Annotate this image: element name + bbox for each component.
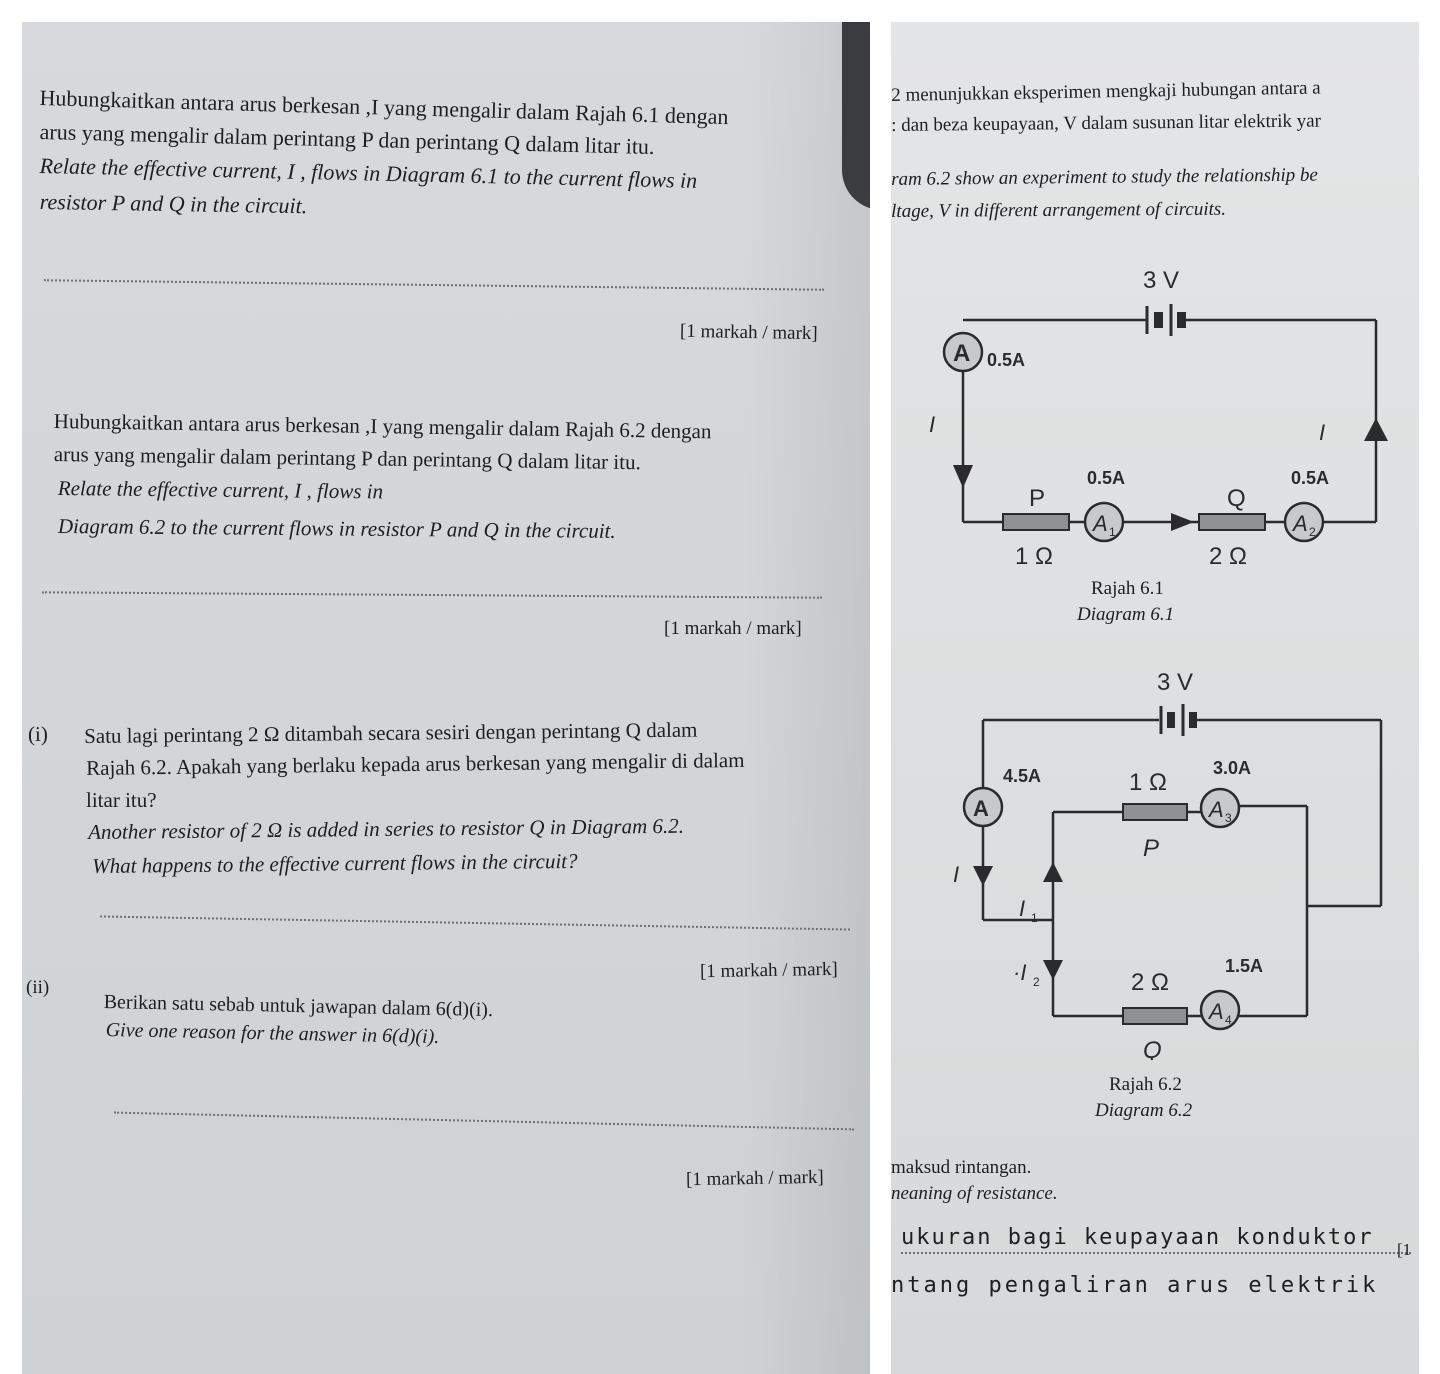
diagram-6-1-caption-english: Diagram 6.1 — [1077, 604, 1175, 625]
answer-line — [901, 1252, 1411, 1254]
resistor-q-label: Q — [1227, 485, 1246, 512]
resistor-q — [1122, 1007, 1188, 1025]
handwritten-answer-line1: ukuran bagi keupayaan konduktor — [901, 1225, 1374, 1250]
current-label: I — [953, 862, 959, 887]
ammeter-a2 — [1283, 501, 1325, 543]
q-c-mark: [1 markah / mark] — [679, 320, 818, 345]
ammeter-a1-label: A — [1091, 511, 1108, 536]
ammeter-a3 — [1199, 787, 1241, 829]
resistor-q-value: 2 Ω — [1209, 543, 1247, 570]
ammeter-a2-subscript: 2 — [1309, 525, 1316, 539]
resistor-p — [1122, 803, 1188, 821]
answer-line — [42, 591, 822, 599]
resistor-p-label: P — [1143, 835, 1159, 862]
q-d-english-line2: Diagram 6.2 to the current flows in resi… — [57, 513, 616, 543]
q-d-malay-line2: arus yang mengalir dalam perintang P dan… — [53, 441, 641, 475]
answer-line — [114, 1111, 854, 1131]
current-arrow-down — [953, 465, 973, 488]
intro-malay-line2: : dan beza keupayaan, V dalam susunan li… — [891, 110, 1322, 136]
q-ii-english-line1: Give one reason for the answer in 6(d)(i… — [105, 1018, 440, 1048]
current-label-left: I — [929, 412, 935, 437]
current-arrow-up — [1364, 418, 1388, 441]
battery-label: 3 V — [1157, 669, 1193, 696]
q-ii-mark: [1 markah / mark] — [685, 1166, 824, 1191]
battery-symbol — [1159, 704, 1197, 736]
resistor-q-value: 2 Ω — [1131, 969, 1169, 996]
current-label-right: I — [1319, 420, 1325, 445]
current-arrow-right — [1171, 513, 1194, 531]
resistor-p-value: 1 Ω — [1129, 769, 1167, 796]
ammeter-a3-reading: 3.0A — [1213, 758, 1251, 778]
battery-label: 3 V — [1143, 267, 1179, 294]
resistor-p-value: 1 Ω — [1015, 543, 1053, 570]
q-i-english-line1: Another resistor of 2 Ω is added in seri… — [88, 813, 685, 844]
bottom-malay: maksud rintangan. — [891, 1157, 1032, 1178]
q-i-english-line2: What happens to the effective current fl… — [92, 848, 578, 878]
q-d-malay-line1: Hubungkaitkan antara arus berkesan ,I ya… — [53, 408, 712, 444]
current-arrow-down — [973, 866, 993, 886]
q-c-english-line2: resistor P and Q in the circuit. — [39, 188, 308, 219]
ammeter-a4-label: A — [1207, 999, 1224, 1024]
current-i1-subscript: 1 — [1031, 911, 1038, 925]
q-i-number: (i) — [28, 722, 48, 746]
ammeter-a1-subscript: 1 — [1109, 525, 1116, 539]
q-i-malay-line3: litar itu? — [86, 788, 157, 812]
ammeter-label: A — [953, 340, 970, 367]
ammeter-a4-reading: 1.5A — [1225, 956, 1263, 976]
left-page: Hubungkaitkan antara arus berkesan ,I ya… — [22, 22, 870, 1374]
battery-symbol — [1145, 304, 1186, 336]
current-i2-subscript: 2 — [1033, 975, 1040, 989]
intro-english-line1: ram 6.2 show an experiment to study the … — [891, 164, 1318, 190]
circuit-diagram-6-1: 3 V A 0.5A I I P 1 Ω A 1 0.5A Q 2 Ω A 2 … — [929, 267, 1388, 570]
handwritten-answer-line2: ntang pengaliran arus elektrik — [891, 1273, 1379, 1298]
current-i2-label: ·I — [1013, 960, 1026, 985]
current-i1-arrow — [1043, 862, 1063, 882]
q-d-mark: [1 markah / mark] — [664, 618, 802, 639]
resistor-q — [1198, 513, 1266, 531]
resistor-q-label: Q — [1143, 1037, 1162, 1060]
resistor-p — [1002, 513, 1070, 531]
ammeter-a3-label: A — [1207, 797, 1224, 822]
circuit-diagram-6-2: 3 V A 4.5A I 1 Ω P A 3 3.0A I 1 ·I 2 2 Ω… — [953, 669, 1383, 1060]
ammeter — [942, 331, 984, 373]
ammeter-a4 — [1199, 989, 1241, 1031]
answer-line — [100, 915, 850, 931]
diagram-6-1-caption-malay: Rajah 6.1 — [1091, 578, 1164, 599]
current-i1-label: I — [1019, 896, 1025, 921]
ammeter — [962, 786, 1004, 828]
q-i-malay-line1: Satu lagi perintang 2 Ω ditambah secara … — [84, 717, 698, 748]
right-page: 2 menunjukkan eksperimen mengkaji hubung… — [891, 22, 1419, 1374]
diagram-6-2-caption-english: Diagram 6.2 — [1095, 1100, 1193, 1121]
page-corner — [842, 22, 870, 210]
bottom-english: neaning of resistance. — [891, 1183, 1058, 1204]
ammeter-reading: 0.5A — [987, 350, 1025, 370]
q-i-mark: [1 markah / mark] — [699, 958, 838, 983]
current-i2-arrow — [1043, 960, 1063, 980]
answer-line — [44, 279, 824, 291]
ammeter-a2-reading: 0.5A — [1291, 468, 1329, 488]
q-ii-number: (ii) — [26, 977, 50, 998]
intro-malay-line1: 2 menunjukkan eksperimen mengkaji hubung… — [891, 77, 1321, 106]
resistor-p-label: P — [1029, 485, 1045, 512]
diagram-6-2-caption-malay: Rajah 6.2 — [1109, 1074, 1182, 1095]
ammeter-a1-reading: 0.5A — [1087, 468, 1125, 488]
ammeter-a1 — [1083, 501, 1125, 543]
ammeter-a3-subscript: 3 — [1225, 811, 1232, 825]
ammeter-a2-label: A — [1291, 511, 1308, 536]
ammeter-reading: 4.5A — [1003, 766, 1041, 786]
intro-english-line2: ltage, V in different arrangement of cir… — [891, 198, 1227, 222]
q-d-english-line1: Relate the effective current, I , flows … — [57, 475, 384, 504]
q-i-malay-line2: Rajah 6.2. Apakah yang berlaku kepada ar… — [86, 747, 745, 780]
ammeter-a4-subscript: 4 — [1225, 1013, 1232, 1027]
bottom-mark-bracket: [1 — [1397, 1240, 1412, 1259]
ammeter-label: A — [973, 796, 989, 821]
